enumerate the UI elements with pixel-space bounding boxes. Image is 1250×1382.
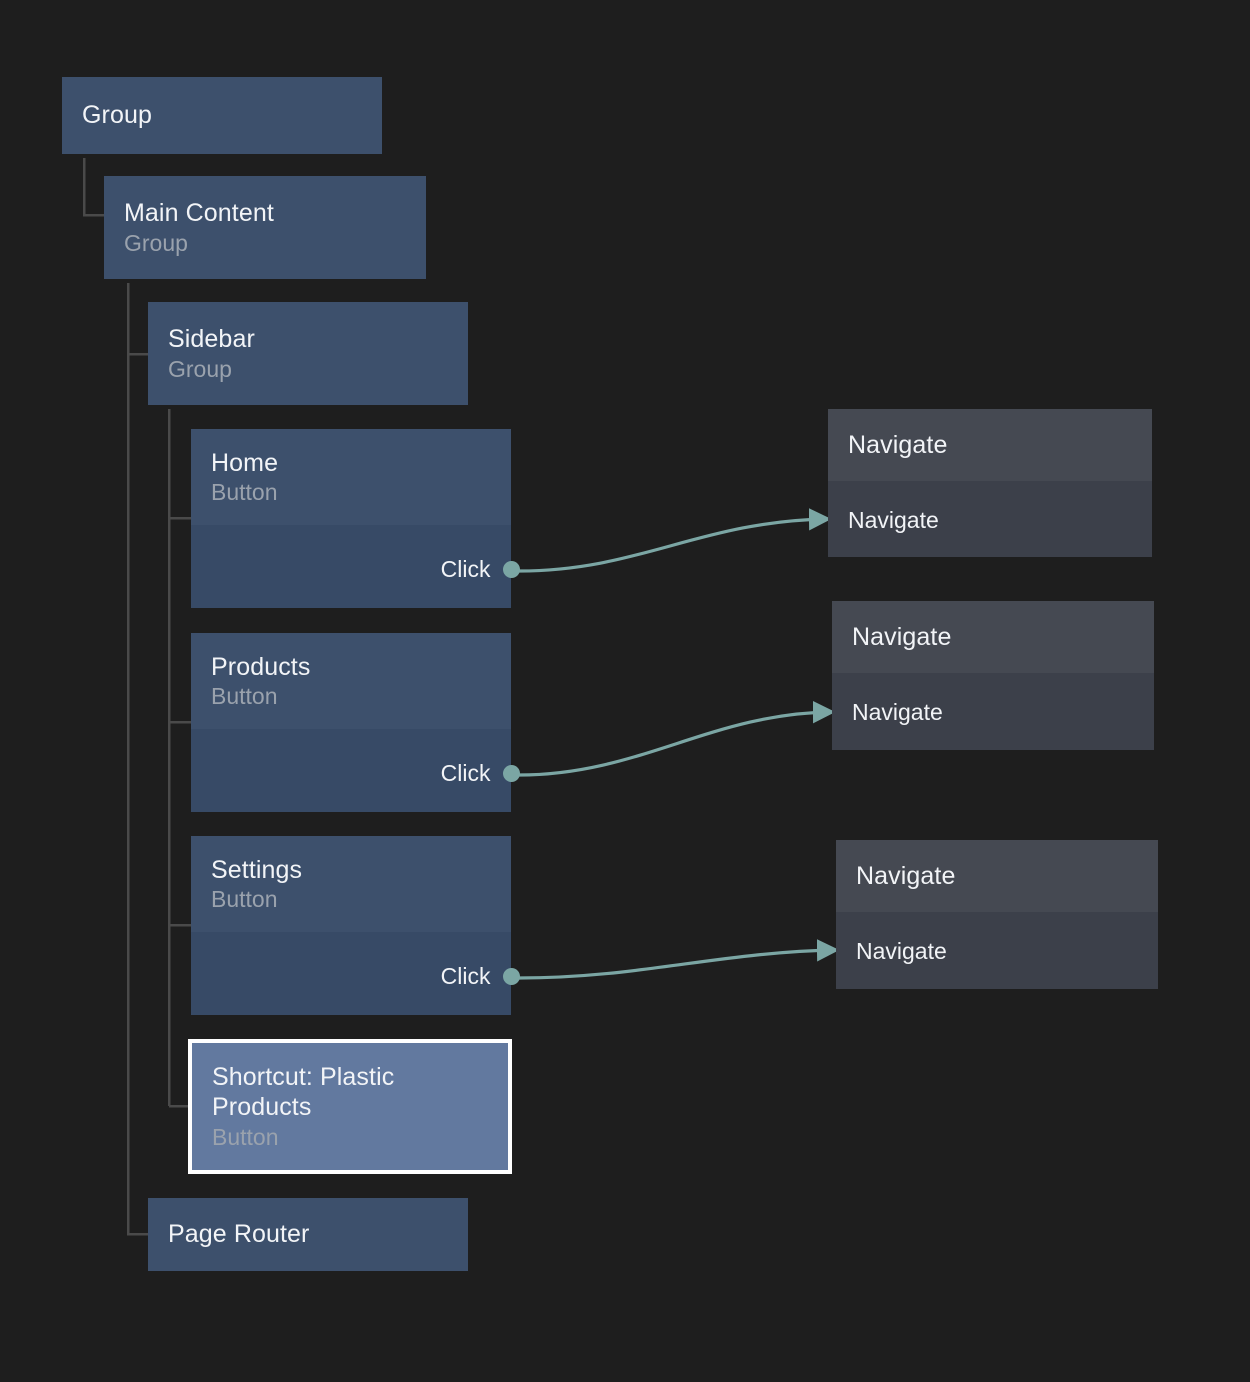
port-label: Click [440,760,491,786]
node-main-content[interactable]: Main Content Group [104,176,426,279]
node-title: Main Content [124,199,274,228]
node-subtitle: Button [211,479,278,506]
node-products-button[interactable]: Products Button Click [191,633,520,812]
node-title: Group [82,101,152,130]
node-body: Click [191,525,520,608]
node-header: Navigate [832,601,1154,673]
node-body: Navigate [836,912,1158,989]
node-header: Navigate [836,840,1158,912]
tree-line-group-main-content [82,158,104,217]
node-shortcut-plastic-products[interactable]: Shortcut: Plastic Products Button [188,1039,512,1174]
node-header: Shortcut: Plastic Products Button [192,1043,508,1170]
input-port-navigate[interactable]: Navigate [856,938,947,964]
node-subtitle: Group [124,229,188,256]
node-header: Navigate [828,409,1152,481]
edge-settings-to-navigate [517,939,840,980]
node-settings-button[interactable]: Settings Button Click [191,836,520,1015]
edge-products-to-navigate [517,700,836,777]
node-home-button[interactable]: Home Button Click [191,429,520,608]
node-title: Home [211,448,279,477]
edge-home-to-navigate [517,508,832,573]
node-body: Navigate [832,673,1154,750]
tree-line-main-content-sidebar [126,283,148,356]
node-header: Home Button [191,429,511,525]
node-header: Page Router [148,1198,468,1271]
port-label: Click [440,963,491,989]
node-title: Sidebar [168,325,255,354]
node-body: Click [191,932,520,1015]
node-subtitle: Button [211,886,278,913]
node-title: Page Router [168,1220,310,1249]
output-port-click[interactable]: Click [440,963,520,989]
port-label: Click [440,556,491,582]
port-dot-icon[interactable] [502,765,520,782]
node-navigate-products[interactable]: Navigate Navigate [832,601,1154,750]
node-subtitle: Button [212,1123,279,1150]
node-title: Settings [211,855,303,884]
node-sidebar[interactable]: Sidebar Group [148,302,468,405]
node-subtitle: Button [211,683,278,710]
input-port-navigate[interactable]: Navigate [852,699,943,725]
node-navigate-settings[interactable]: Navigate Navigate [836,840,1158,989]
node-title: Navigate [848,430,948,459]
node-body: Click [191,729,520,812]
port-dot-icon[interactable] [502,968,520,985]
node-header: Settings Button [191,836,511,932]
port-dot-icon[interactable] [502,561,520,578]
node-page-router[interactable]: Page Router [148,1198,468,1271]
node-subtitle: Group [168,355,232,382]
node-group-root[interactable]: Group [62,77,382,154]
output-port-click[interactable]: Click [440,556,520,582]
node-title: Products [211,652,311,681]
node-title: Navigate [852,622,952,651]
node-header: Products Button [191,633,511,729]
node-title: Navigate [856,861,956,890]
input-port-navigate[interactable]: Navigate [848,507,939,533]
node-body: Navigate [828,481,1152,557]
node-navigate-home[interactable]: Navigate Navigate [828,409,1152,557]
node-header: Main Content Group [104,176,426,279]
node-title: Shortcut: Plastic Products [212,1062,395,1122]
output-port-click[interactable]: Click [440,760,520,786]
node-header: Sidebar Group [148,302,468,405]
node-header: Group [62,77,382,154]
tree-line-main-content-page-router [126,283,148,1236]
